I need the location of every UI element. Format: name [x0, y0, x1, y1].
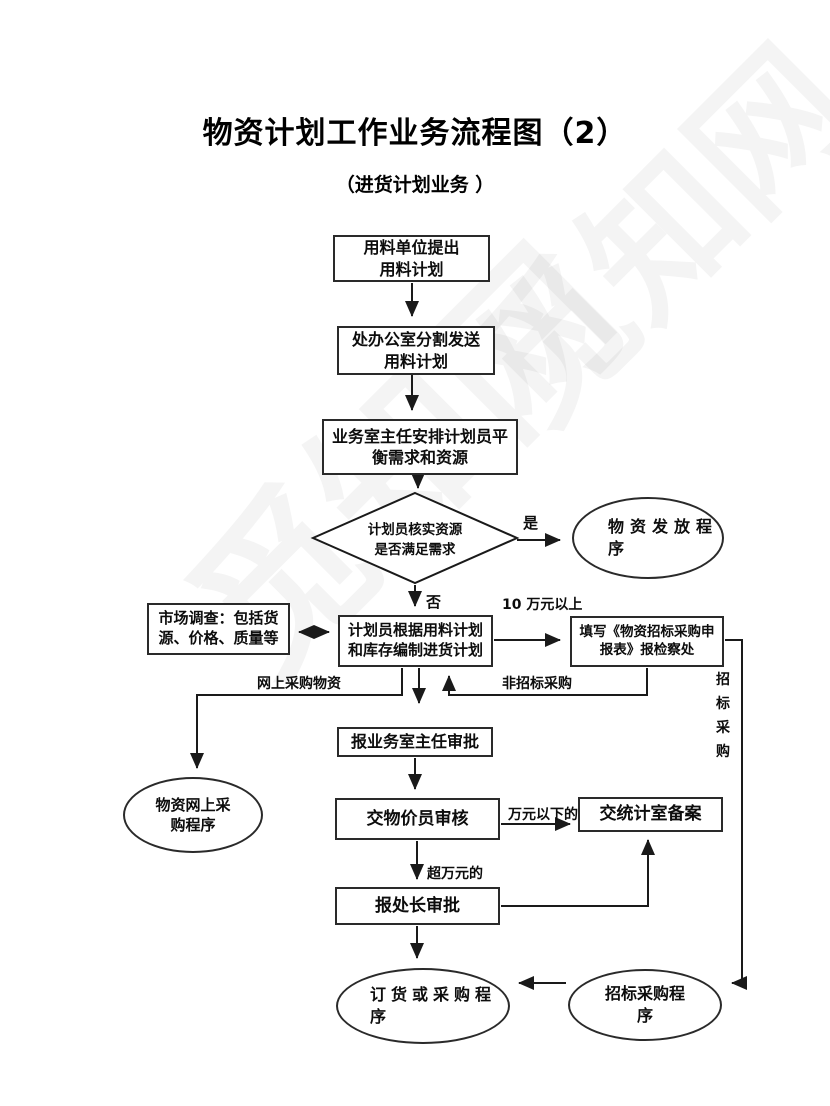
node-office-distribute: 处办公室分割发送 用料计划 — [337, 326, 495, 375]
label-non-bidding: 非招标采购 — [502, 676, 572, 692]
node-fill-form: 填写《物资招标采购申 报表》报检察处 — [570, 616, 724, 667]
decision-diamond-shape — [310, 491, 520, 585]
node-chief-approve: 报处长审批 — [335, 887, 500, 925]
node-report-room-director: 报业务室主任审批 — [337, 727, 493, 757]
node-plan-create: 计划员根据用料计划 和库存编制进货计划 — [338, 615, 493, 667]
node-verify-decision: 计划员核实资源 是否满足需求 — [367, 522, 463, 558]
label-over-10k: 超万元的 — [427, 866, 483, 882]
label-bidding-vertical: 招 标 采 购 — [716, 672, 730, 760]
node-order-program: 订货或采购程 序 — [336, 968, 510, 1044]
node-director-arrange: 业务室主任安排计划员平 衡需求和资源 — [322, 419, 518, 475]
label-under-10k: 万元以下的 — [508, 807, 578, 823]
page-subtitle: （进货计划业务 ） — [335, 174, 495, 196]
label-over-100k: 10 万元以上 — [502, 597, 583, 613]
node-statistics-record: 交统计室备案 — [578, 797, 723, 832]
node-price-review: 交物价员审核 — [335, 798, 500, 840]
label-online-purchase: 网上采购物资 — [257, 676, 341, 692]
label-no: 否 — [426, 593, 442, 611]
node-online-program: 物资网上采 购程序 — [123, 777, 263, 853]
page-title: 物资计划工作业务流程图（2） — [202, 116, 628, 151]
node-material-request: 用料单位提出 用料计划 — [333, 235, 490, 282]
node-bidding-program: 招标采购程 序 — [568, 969, 722, 1041]
node-market-survey: 市场调查：包括货 源、价格、质量等 — [147, 603, 290, 655]
label-yes: 是 — [523, 514, 539, 532]
node-dispatch-program: 物资发放程 序 — [572, 497, 724, 579]
